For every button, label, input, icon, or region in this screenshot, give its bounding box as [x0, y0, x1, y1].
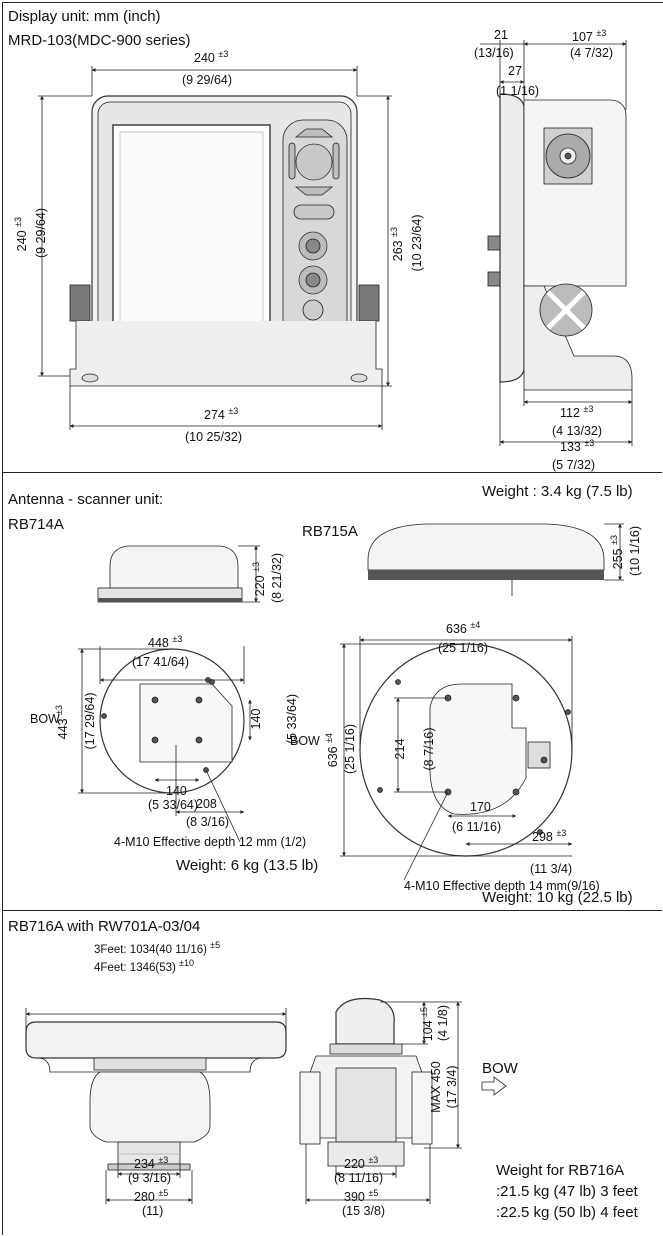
dim-rb716a-max-height-inch: (17 3/4)	[445, 1065, 459, 1109]
dim-side-27-inch: (1 1/16)	[496, 84, 540, 98]
rb714a-bow: BOW	[30, 712, 60, 726]
dim-rb716a-top-height-inch: (4 1/8)	[436, 1004, 450, 1042]
rb716a-length-4ft: 4Feet: 1346(53) ±10	[94, 958, 194, 974]
dim-side-112: 112 ±3	[560, 404, 594, 421]
rb716a-weight-title: Weight for RB716A	[496, 1162, 625, 1179]
dim-rb716a-side-b-inch: (15 3/8)	[342, 1204, 386, 1218]
display-front-view	[69, 95, 383, 387]
dim-rb715a-offset: 298 ±3	[532, 828, 567, 845]
dim-side-133-inch: (5 7/32)	[552, 458, 596, 472]
dim-side-21: 21	[494, 28, 508, 42]
dim-rb715a-depth: 636 ±4	[323, 732, 341, 768]
dim-rb716a-base-b-inch: (11)	[142, 1204, 164, 1218]
dim-rb716a-side-a: 220 ±3	[344, 1155, 379, 1172]
rb716a-side-view	[299, 997, 433, 1167]
dim-side-27: 27	[508, 64, 522, 78]
dim-display-width: 240 ±3	[194, 49, 229, 66]
rb715a-weight: Weight: 10 kg (22.5 lb)	[482, 889, 633, 906]
rb716a-weight-4ft: :22.5 kg (50 lb) 4 feet	[496, 1204, 638, 1221]
dim-rb715a-width: 636 ±4	[446, 620, 481, 637]
unit-note: Display unit: mm (inch)	[8, 8, 161, 25]
dim-display-height-left: 240 ±3	[12, 216, 30, 252]
rb714a-label: RB714A	[8, 516, 64, 533]
rb714a-top-view	[99, 648, 245, 794]
rb715a-bolt-note: 4-M10 Effective depth 14 mm(9/16)	[404, 879, 600, 893]
dim-display-height-right: 263 ±3	[388, 226, 406, 262]
dim-rb715a-depth-inch: (25 1/16)	[343, 723, 357, 775]
rb715a-bow: BOW	[290, 734, 320, 748]
dim-display-width-inch: (9 29/64)	[182, 73, 233, 87]
dim-rb715a-hole-v: 214	[393, 738, 407, 760]
dim-rb716a-side-a-inch: (8 11/16)	[334, 1171, 384, 1185]
dim-side-107: 107 ±3	[572, 28, 607, 45]
dim-rb714a-hole-h-inch: (5 33/64)	[148, 798, 199, 812]
dim-rb716a-base-b: 280 ±5	[134, 1188, 169, 1205]
dim-display-base-inch: (10 25/32)	[185, 430, 242, 444]
dim-rb714a-hole-h: 140	[166, 784, 187, 798]
dim-rb716a-max-height: MAX 450	[429, 1061, 443, 1113]
rb716a-weight-3ft: :21.5 kg (47 lb) 3 feet	[496, 1183, 638, 1200]
section-divider-display	[2, 472, 662, 473]
dim-display-base: 274 ±3	[204, 406, 239, 423]
dim-rb716a-side-b: 390 ±5	[344, 1188, 379, 1205]
dim-side-133: 133 ±3	[560, 438, 595, 455]
dim-display-height-left-inch: (9 29/64)	[34, 207, 48, 259]
dim-rb715a-hole-h-inch: (6 11/16)	[452, 820, 502, 834]
display-model: MRD-103(MDC-900 series)	[8, 32, 191, 49]
rb716a-bow: BOW	[482, 1060, 518, 1077]
rb716a-length-3ft: 3Feet: 1034(40 11/16) ±5	[94, 940, 221, 956]
dim-rb715a-height-inch: (10 1/16)	[628, 525, 642, 577]
dim-rb714a-height: 220 ±3	[250, 561, 268, 597]
rb714a-weight: Weight: 6 kg (13.5 lb)	[176, 857, 319, 874]
dim-rb714a-width: 448 ±3	[148, 634, 183, 651]
dim-rb715a-offset-inch: (11 3/4)	[530, 862, 573, 876]
rb716a-heading: RB716A with RW701A-03/04	[8, 918, 201, 935]
bow-arrow-icon	[481, 1076, 507, 1096]
dim-rb715a-width-inch: (25 1/16)	[438, 641, 489, 655]
display-side-view	[487, 93, 633, 391]
antenna-heading: Antenna - scanner unit:	[8, 491, 164, 508]
dim-rb714a-height-inch: (8 21/32)	[270, 552, 284, 604]
dim-rb714a-depth: 443 ±3	[53, 704, 71, 740]
dim-rb714a-offset: 208	[196, 797, 217, 811]
dim-rb716a-top-height: 104 ±5	[418, 1006, 436, 1042]
dim-rb714a-depth-inch: (17 29/64)	[83, 692, 97, 750]
dim-side-112-inch: (4 13/32)	[552, 424, 603, 438]
rb714a-bolt-note: 4-M10 Effective depth 12 mm (1/2)	[114, 835, 307, 849]
display-weight: Weight : 3.4 kg (7.5 lb)	[482, 483, 633, 500]
dim-display-height-right-inch: (10 23/64)	[410, 214, 424, 272]
section-divider-antenna	[2, 910, 662, 911]
dim-rb714a-hole-v: 140	[249, 708, 263, 730]
rb715a-side-view	[367, 523, 605, 596]
dim-rb716a-base-a-inch: (9 3/16)	[128, 1171, 172, 1185]
dim-side-107-inch: (4 7/32)	[570, 46, 614, 60]
dim-rb715a-hole-h: 170	[470, 800, 491, 814]
dim-rb716a-base-a: 234 ±3	[134, 1155, 169, 1172]
dim-rb715a-height: 255 ±3	[608, 534, 626, 570]
dim-rb714a-offset-inch: (8 3/16)	[186, 815, 230, 829]
rb714a-side-view	[97, 545, 243, 603]
dim-rb714a-width-inch: (17 41/64)	[132, 655, 189, 669]
rb716a-front-view	[25, 1021, 287, 1171]
dim-side-21-inch: (13/16)	[474, 46, 514, 60]
rb715a-label: RB715A	[302, 523, 358, 540]
dim-rb715a-hole-v-inch: (8 7/16)	[422, 727, 436, 771]
